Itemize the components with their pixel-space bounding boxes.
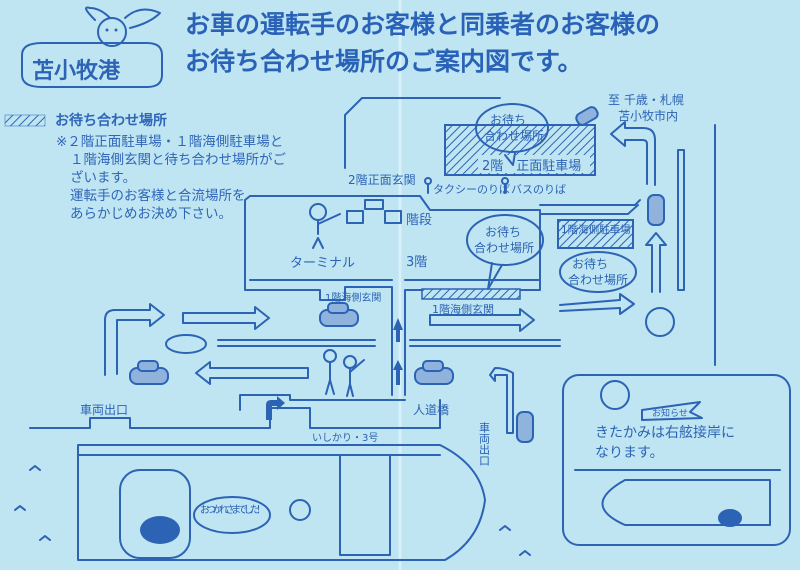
taxi-stop-icon <box>424 177 432 194</box>
logo: 苫小牧港 <box>21 6 163 88</box>
terminal-label: ターミナル <box>290 256 355 271</box>
roundabout <box>165 334 207 354</box>
meeting-label: お待ち <box>572 257 608 271</box>
car-icon <box>414 360 454 385</box>
ferry-ship <box>77 444 486 561</box>
terminal-outline <box>249 195 541 396</box>
ship-top-view <box>601 479 771 526</box>
access-road <box>539 204 639 215</box>
turn-arrow-icon <box>266 396 285 420</box>
car-icon <box>516 411 534 443</box>
direction-line-1: 至 千歳・札幌 <box>608 92 684 107</box>
meeting-label: お待ち <box>485 225 521 239</box>
stairs-label: 階段 <box>406 213 432 228</box>
terminal-left-outline <box>244 195 393 396</box>
entrance-1f-left-label: 1階海側玄関 <box>325 291 381 304</box>
parking-2f-label: 2階 正面駐車場 <box>482 159 581 174</box>
speech-text: おつかれさまでした！ <box>200 504 266 516</box>
legend-line: ※２階正面駐車場・１階海側駐車場と <box>56 134 283 150</box>
entrance-1f-right-label: 1階海側玄関 <box>432 302 494 316</box>
parking-1f <box>557 219 634 249</box>
legend-line: ざいます。 <box>70 169 136 186</box>
bus-stop-icon <box>501 177 509 194</box>
direction-line-2: 苫小牧市内 <box>618 108 678 123</box>
access-road <box>539 199 641 206</box>
up-arrow-icon <box>393 318 403 342</box>
median <box>677 149 685 291</box>
vehicle-exit-left-label: 車両出口 <box>80 403 128 417</box>
meeting-bubble-1f-parking: お待ち 合わせ場所 <box>559 251 637 293</box>
legend-line: あらかじめお決め下さい。 <box>70 206 232 222</box>
meeting-bubble-2f: お待ち 合わせ場所 <box>475 103 549 166</box>
meeting-label: 合わせ場所 <box>484 128 544 143</box>
parking-2f-label-bg <box>478 155 590 173</box>
pennant-flag-icon <box>641 401 703 421</box>
entrance-2f-label: 2階正面玄関 <box>348 172 416 187</box>
logo-text: 苫小牧港 <box>32 58 121 84</box>
taxi-label: タクシーのりば <box>433 183 510 196</box>
notice-line-1: きたかみは右舷接岸に <box>595 424 735 441</box>
bridge-label: 人道橋 <box>413 403 449 417</box>
funnel-icon <box>718 509 742 527</box>
legend-line: 運転手のお客様と合流場所を <box>70 187 246 204</box>
title-line-1: お車の運転手のお客様と同乗者のお客様の <box>185 10 660 39</box>
bus-label: バスのりば <box>511 183 566 196</box>
roundabout <box>645 307 675 337</box>
vehicle-exit-right-label: 車両出口 <box>478 421 491 466</box>
notice-box: お知らせ きたかみは右舷接岸に なります。 <box>562 374 791 546</box>
car-icon <box>319 302 359 327</box>
bridge-walkway <box>239 394 406 411</box>
legend-line: １階海側玄関と待ち合わせ場所がご <box>70 151 286 168</box>
funnel-icon <box>140 516 180 544</box>
car-icon <box>647 194 665 226</box>
car-icon <box>129 360 169 385</box>
ship-name: いしかり・3号 <box>312 432 378 444</box>
legend-heading: お待ち合わせ場所 <box>55 112 167 129</box>
meeting-area-1f-entrance <box>421 288 521 300</box>
captain-character-icon <box>289 499 311 521</box>
pier <box>29 399 441 429</box>
legend: お待ち合わせ場所 ※２階正面駐車場・１階海側駐車場と １階海側玄関と待ち合わせ場… <box>4 112 286 222</box>
guide-character-icon <box>309 203 341 249</box>
meeting-label: 合わせ場所 <box>568 272 628 287</box>
floor-3-label: 3階 <box>406 255 427 270</box>
traffic-arrows <box>104 121 667 434</box>
notice-badge: お知らせ <box>652 407 688 419</box>
stairs-icon <box>346 199 402 224</box>
bird-mascot-icon <box>85 6 161 47</box>
parking-1f-label: 1階海側駐車場 <box>561 223 631 236</box>
meeting-bubble-terminal: お待ち 合わせ場所 <box>466 214 544 290</box>
legend-hatch-swatch <box>4 114 46 127</box>
people-icon <box>323 349 365 397</box>
meeting-label: お待ち <box>490 113 526 127</box>
title-line-2: お待ち合わせ場所のご案内図です。 <box>185 47 583 76</box>
upper-building-outline <box>344 97 501 169</box>
waves <box>14 465 531 556</box>
notice-line-2: なります。 <box>595 445 664 461</box>
car-icon <box>575 106 599 126</box>
meeting-label: 合わせ場所 <box>474 240 534 255</box>
captain-character-icon <box>600 380 630 410</box>
up-arrow-icon <box>393 360 403 385</box>
